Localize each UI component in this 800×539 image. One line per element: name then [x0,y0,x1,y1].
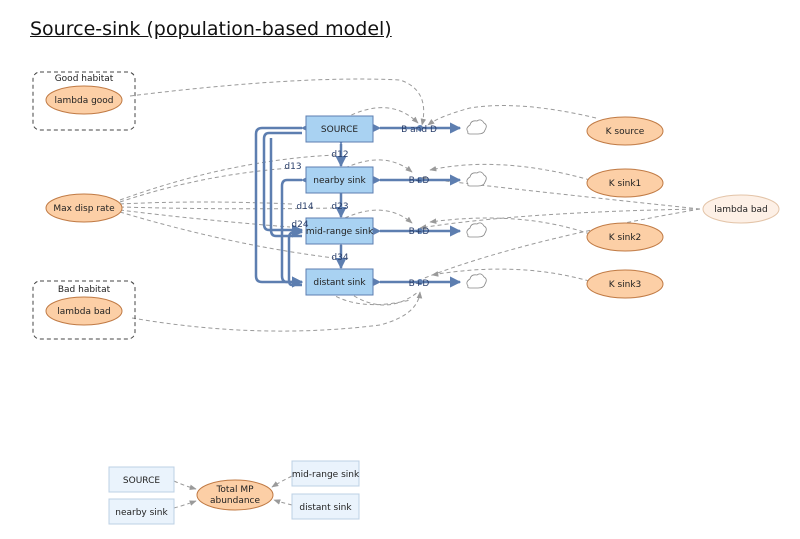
lambda-bad-ghost-label: lambda bad [714,205,768,215]
good-habitat-group: Good habitat [32,71,136,131]
summary-ghost-nearby[interactable]: nearby sink [108,498,175,525]
link-distant-bd [347,291,419,306]
stock-midrange-label: mid-range sink [306,227,374,237]
link-lambdabad-bd-distant [421,208,701,280]
bd-distant-label: B+D [409,279,430,289]
stock-source[interactable]: SOURCE [305,115,374,143]
k-sink2-label: K sink2 [609,233,642,243]
aux-k-sink2[interactable]: K sink2 [586,222,664,252]
cloud-icon [466,119,487,135]
summary-ghost-source[interactable]: SOURCE [108,466,175,493]
valve-icon [417,228,423,234]
aux-k-source[interactable]: K source [586,116,664,146]
dispersal-flows [254,122,347,288]
birth-death-flows [369,119,487,289]
flow-d24[interactable] [280,174,313,288]
aux-lambda-bad-ghost[interactable]: lambda bad [702,194,780,224]
link-maxdisp-d23 [119,206,335,210]
link-maxdisp-d34 [119,211,335,259]
cloud-icon [466,222,487,238]
link-maxdisp-d13 [119,167,291,203]
flow-d24-return[interactable] [287,226,304,287]
link-source-bd [344,107,419,124]
link-summary-source [173,480,197,491]
aux-lambda-good[interactable]: lambda good [45,85,123,115]
link-maxdisp-d12 [119,154,336,201]
aux-k-sink1[interactable]: K sink1 [586,168,664,198]
stock-distant-label: distant sink [313,278,366,288]
k-sink3-label: K sink3 [609,280,642,290]
k-sink1-label: K sink1 [609,179,642,189]
summary-nearby-label: nearby sink [115,508,168,518]
bd-midrange-label: B+D [409,227,430,237]
link-lambdabad-bd-midrange [419,208,701,230]
link-lambdagood-bd-source [129,78,427,126]
link-nearby-bd [344,159,413,173]
page-title: Source-sink (population-based model) [30,18,392,40]
link-ksink2-bd-midrange [429,217,591,235]
stock-nearby-sink[interactable]: nearby sink [305,166,374,194]
flow-d13[interactable] [262,131,304,236]
lambda-good-label: lambda good [54,96,113,106]
max-disp-label: Max disp rate [53,204,115,214]
d34-label: d34 [331,253,348,263]
stock-source-label: SOURCE [321,125,358,135]
d23-label: d23 [331,202,348,212]
link-ksink3-bd-distant [431,268,597,284]
aux-k-sink3[interactable]: K sink3 [586,269,664,299]
aux-max-disp-rate[interactable]: Max disp rate [45,193,123,223]
link-summary-midrange [271,475,293,488]
link-summary-distant [273,499,293,506]
flow-d13-return[interactable] [269,138,302,238]
d24-label: d24 [291,220,308,230]
link-ksource-bd-source [427,105,597,126]
good-habitat-label: Good habitat [55,74,114,84]
bd-nearby-label: B+D [409,176,430,186]
link-summary-nearby [173,500,197,509]
flow-labels: B and D B+D B+D B+D d12 d13 d14 d23 d24 … [284,125,437,289]
link-maxdisp-d14 [119,201,293,205]
stock-midrange-sink[interactable]: mid-range sink [305,217,374,245]
link-ksink1-bd-nearby [429,163,591,181]
summary-ghost-distant[interactable]: distant sink [291,493,360,520]
lambda-bad-label: lambda bad [57,307,111,317]
link-lambdabad-bd-distant-2 [131,291,423,332]
summary-ghost-midrange[interactable]: mid-range sink [291,460,360,487]
aux-lambda-bad[interactable]: lambda bad [45,296,123,326]
bad-habitat-label: Bad habitat [58,285,111,295]
link-maxdisp-d24 [119,209,291,228]
summary-source-label: SOURCE [123,476,160,486]
bad-habitat-group: Bad habitat [32,280,136,340]
valve-icon [417,177,423,183]
link-distant-bd-2 [329,292,411,306]
cloud-icon [466,273,487,289]
link-midrange-bd [344,209,413,224]
valve-icon [417,279,423,285]
valve-icon [417,125,423,131]
summary-distant-label: distant sink [299,503,352,513]
d13-label: d13 [284,162,301,172]
stock-distant-sink[interactable]: distant sink [305,268,374,296]
d14-label: d14 [296,202,313,212]
bd-source-label: B and D [401,125,437,135]
k-source-label: K source [606,127,645,137]
cloud-icon [466,171,487,187]
stock-nearby-label: nearby sink [313,176,366,186]
d12-label: d12 [331,150,348,160]
flow-d14[interactable] [254,122,313,288]
summary-midrange-label: mid-range sink [292,470,360,480]
